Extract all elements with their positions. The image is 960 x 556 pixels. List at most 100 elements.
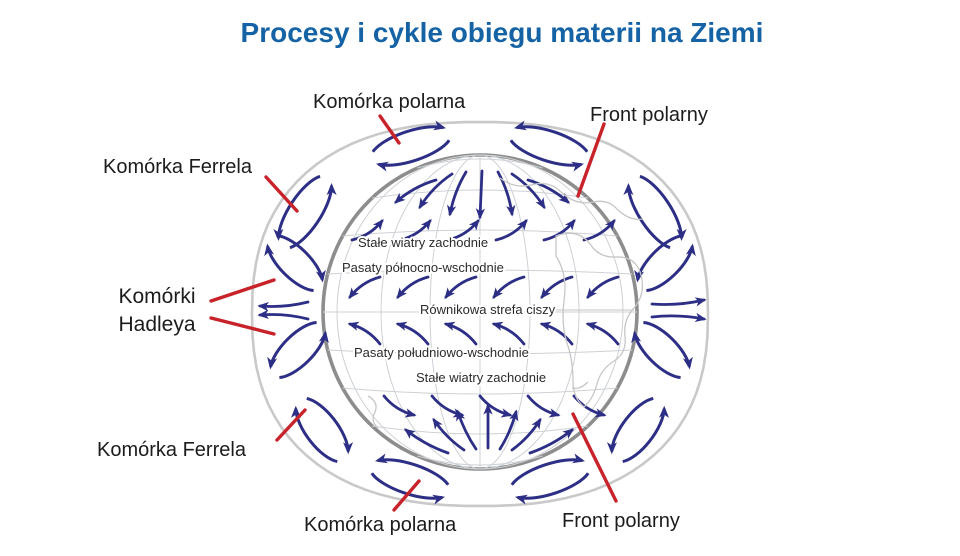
leader-hadley-upper	[209, 278, 276, 303]
polar-cell-bottom-left	[370, 453, 450, 505]
wind-arrow	[394, 178, 438, 204]
wind-arrow	[403, 428, 450, 455]
coastline-small-island	[367, 395, 379, 429]
circulation-cells	[264, 120, 696, 505]
wind-arrow	[585, 321, 620, 346]
graticule	[323, 154, 637, 470]
cell-arrow	[515, 472, 590, 505]
wind-arrow	[398, 218, 432, 242]
cell-arrow	[509, 139, 584, 172]
wind-arrow	[257, 309, 310, 321]
cell-arrow	[375, 453, 450, 486]
leader-polar-front-top	[576, 122, 606, 198]
wind-arrow	[542, 218, 576, 242]
leader-ferrel-cell-bottom	[275, 408, 307, 442]
label-hadley-cells-line2: Hadleya	[118, 313, 195, 336]
wind-arrow	[572, 394, 607, 418]
hadley-cell-upper-right	[634, 233, 696, 293]
globe-graticule-and-arrows	[257, 120, 707, 505]
hadley-cell-lower-left	[267, 320, 329, 380]
cell-arrow	[306, 396, 354, 455]
wind-arrow	[526, 394, 561, 418]
wind-arrow	[650, 312, 707, 322]
wind-arrow	[257, 300, 310, 312]
coastline-small-island-2	[571, 381, 589, 390]
cell-arrow	[639, 174, 687, 241]
wind-arrow	[491, 321, 526, 346]
wind-arrow	[432, 417, 466, 452]
cell-arrow	[279, 330, 329, 380]
coastline-north	[499, 177, 644, 220]
polar-cell-bottom-right	[510, 453, 590, 505]
leader-polar-front-bottom	[571, 412, 618, 503]
wind-arrow	[447, 170, 468, 217]
wind-arrow	[492, 275, 526, 300]
hadley-cell-upper-left	[264, 233, 326, 293]
label-trade-winds-southeast: Pasaty południowo-wschodnie	[354, 345, 529, 360]
label-polar-front-bottom: Front polarny	[562, 510, 680, 532]
wind-arrow	[498, 409, 519, 451]
wind-arrow	[382, 394, 417, 418]
coastline-africa-america	[555, 232, 644, 408]
leader-polar-cell-top	[378, 114, 401, 145]
ferrel-cell-bottom-right	[606, 396, 670, 464]
wind-arrow	[350, 218, 384, 242]
wind-arrow	[395, 321, 430, 346]
wind-arrow	[586, 275, 620, 300]
wind-arrow	[539, 321, 574, 346]
cell-arrow	[646, 243, 696, 293]
wind-arrow	[526, 178, 570, 204]
leader-hadley-lower	[209, 316, 276, 336]
page-title: Procesy i cykle obiegu materii na Ziemi	[241, 17, 764, 48]
wind-arrow	[396, 275, 430, 300]
label-ferrel-cell-bottom: Komórka Ferrela	[97, 439, 247, 461]
leader-lines	[209, 114, 618, 512]
cell-arrow	[273, 174, 321, 241]
wind-arrow	[494, 218, 528, 242]
cell-arrow	[370, 472, 445, 505]
wind-arrow	[418, 172, 454, 210]
cell-arrow	[643, 320, 693, 370]
label-polar-cell-top: Komórka polarna	[313, 91, 466, 113]
cell-arrow	[290, 405, 338, 464]
cell-arrow	[371, 120, 446, 153]
hadley-cell-lower-right	[631, 320, 693, 380]
wind-arrow	[510, 172, 546, 210]
wind-arrow	[446, 218, 480, 242]
cell-labels: Komórka polarna Front polarny Komórka Fe…	[97, 91, 708, 536]
cell-arrow	[510, 453, 585, 486]
wind-arrow	[496, 170, 516, 217]
label-polar-front-top: Front polarny	[590, 104, 708, 126]
wind-arrow	[456, 409, 478, 451]
coastlines	[367, 177, 644, 429]
wind-arrow	[443, 321, 478, 346]
label-trade-winds-northeast: Pasaty północno-wschodnie	[342, 260, 504, 275]
label-westerlies-north: Stałe wiatry zachodnie	[358, 235, 488, 250]
leader-polar-cell-bottom	[392, 479, 421, 512]
wind-arrow	[347, 321, 382, 346]
cell-arrow	[264, 243, 314, 293]
wind-arrow	[528, 428, 575, 455]
wind-arrow	[348, 275, 382, 300]
ferrel-cell-top-left	[273, 174, 337, 250]
cell-arrow	[631, 330, 681, 380]
wind-arrow	[582, 218, 616, 242]
label-westerlies-south: Stałe wiatry zachodnie	[416, 370, 546, 385]
wind-arrow	[540, 275, 574, 300]
ferrel-cell-top-right	[623, 174, 687, 250]
wind-arrow	[478, 394, 513, 418]
cell-arrow	[514, 120, 589, 153]
wind-arrow	[650, 297, 707, 307]
wind-zone-labels: Stałe wiatry zachodnie Pasaty północno-w…	[340, 233, 558, 387]
leader-ferrel-cell-top	[264, 175, 299, 213]
label-ferrel-cell-top: Komórka Ferrela	[103, 156, 253, 178]
label-hadley-cells-line1: Komórki	[118, 285, 195, 308]
cell-arrow	[376, 139, 451, 172]
cell-arrow	[276, 233, 326, 283]
cell-arrow	[634, 233, 684, 283]
wind-arrow	[510, 417, 542, 452]
ferrel-cell-bottom-left	[290, 396, 354, 464]
cell-arrow	[267, 320, 317, 370]
